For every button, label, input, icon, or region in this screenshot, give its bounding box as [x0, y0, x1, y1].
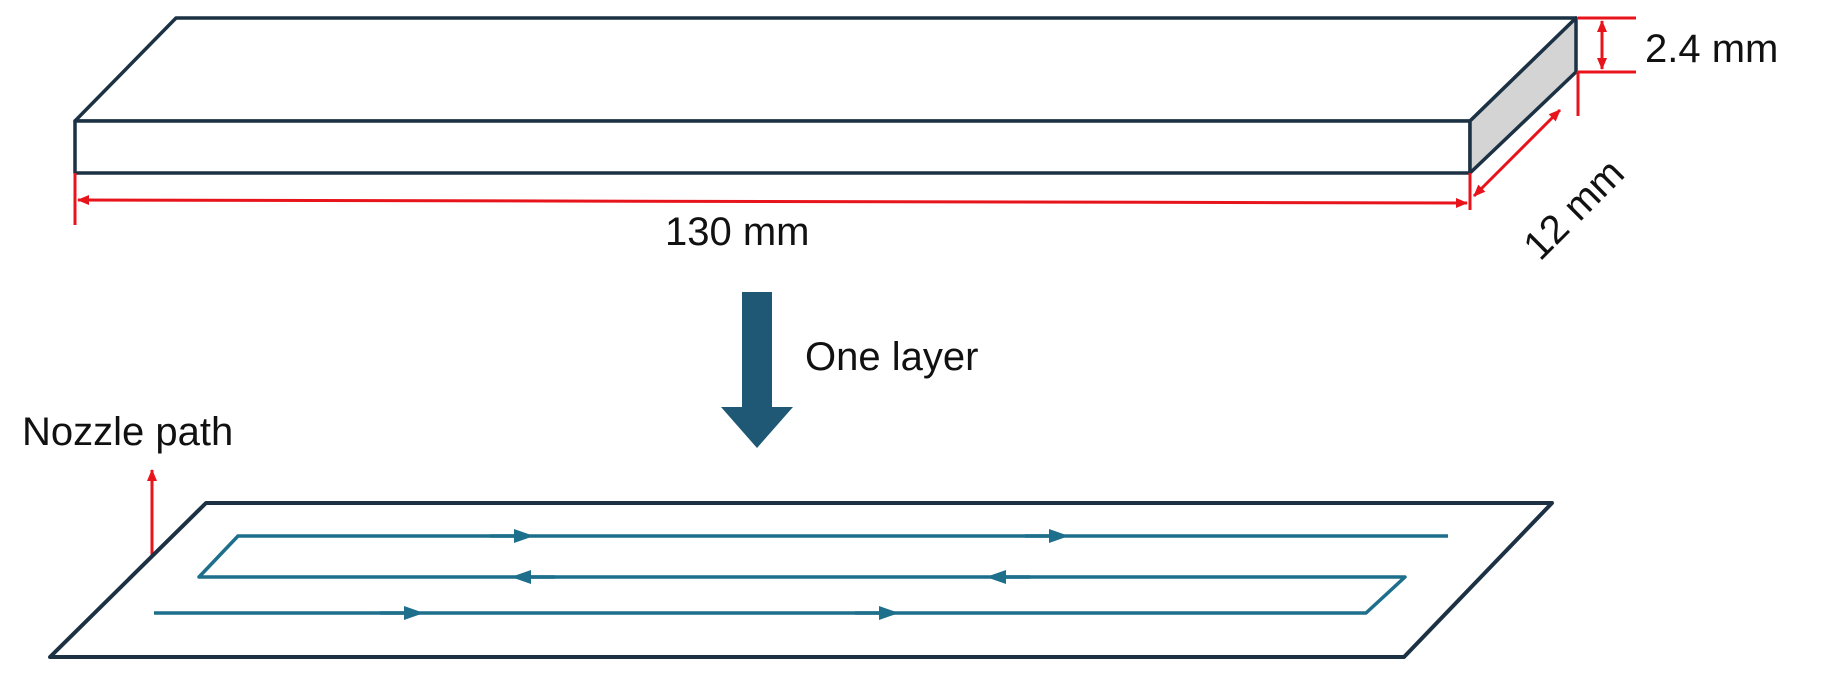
one-layer-step: One layer: [721, 292, 978, 448]
specimen-bar: [73, 16, 1578, 175]
nozzle-path-indicator: Nozzle path: [22, 410, 233, 613]
length-dimension: 130 mm: [73, 173, 1472, 254]
width-label: 12 mm: [1515, 151, 1633, 269]
bar-top-face: [73, 16, 1578, 123]
one-layer-label: One layer: [805, 335, 978, 379]
length-arrow: [77, 195, 1468, 208]
raster-path-line: [154, 534, 1448, 615]
thickness-label: 2.4 mm: [1645, 27, 1778, 71]
layer-plate: [48, 501, 1554, 659]
nozzle-path-label: Nozzle path: [22, 410, 233, 454]
thickness-dimension: 2.4 mm: [1578, 16, 1778, 74]
down-arrow-icon: [721, 292, 793, 448]
bar-front-face: [73, 119, 1472, 175]
length-label: 130 mm: [665, 210, 810, 254]
width-arrow: [1472, 108, 1562, 198]
raster-path: [154, 529, 1448, 620]
